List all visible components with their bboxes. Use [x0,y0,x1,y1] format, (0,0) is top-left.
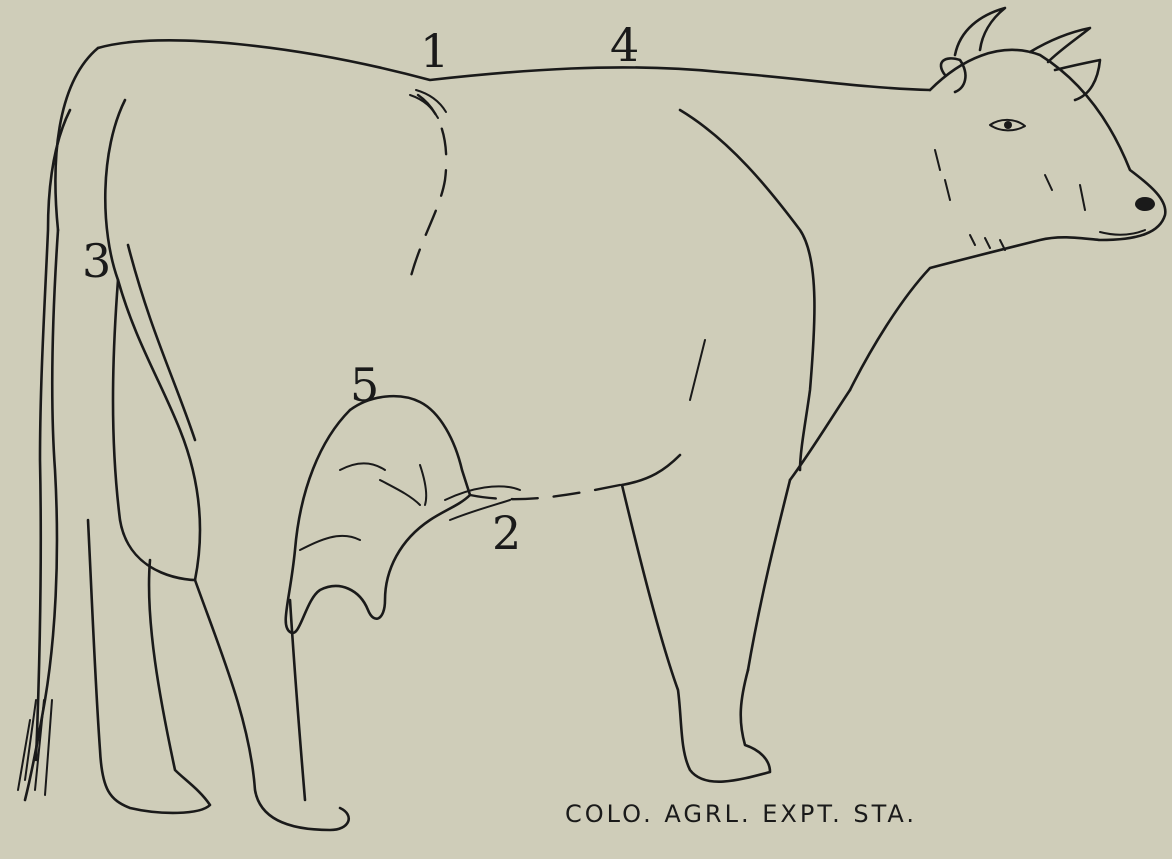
hind-leg-inner [113,280,195,580]
neck-wrinkles [935,150,1085,250]
front-leg-front [748,480,790,670]
source-credit: COLO. AGRL. EXPT. STA. [565,800,917,828]
point-label-4: 4 [610,22,639,68]
udder-outline [286,410,470,633]
ear [1055,60,1100,100]
hip-hatch [410,90,446,118]
shoulder-line [680,110,814,470]
point-label-5: 5 [350,362,379,408]
udder-veins [300,463,426,550]
hind-leg-front [88,520,210,813]
rump-line [55,48,98,230]
pupil [1004,121,1012,129]
hind-leg-back [195,580,349,830]
point-label-2: 2 [492,510,521,556]
belly-to-leg [622,455,680,485]
nostril [1135,197,1155,211]
barrel-mark [690,340,705,400]
point-label-1: 1 [420,28,449,74]
back-line [98,40,930,90]
flank-line [410,95,446,280]
front-leg-back [622,485,770,782]
brisket-line [790,390,850,480]
horn-left [955,8,1005,55]
head-outline [850,50,1165,390]
horn-right [1030,28,1090,62]
stifle-line [128,245,195,440]
ear-left [941,58,965,92]
point-label-3: 3 [82,238,111,284]
mouth [1100,230,1145,235]
